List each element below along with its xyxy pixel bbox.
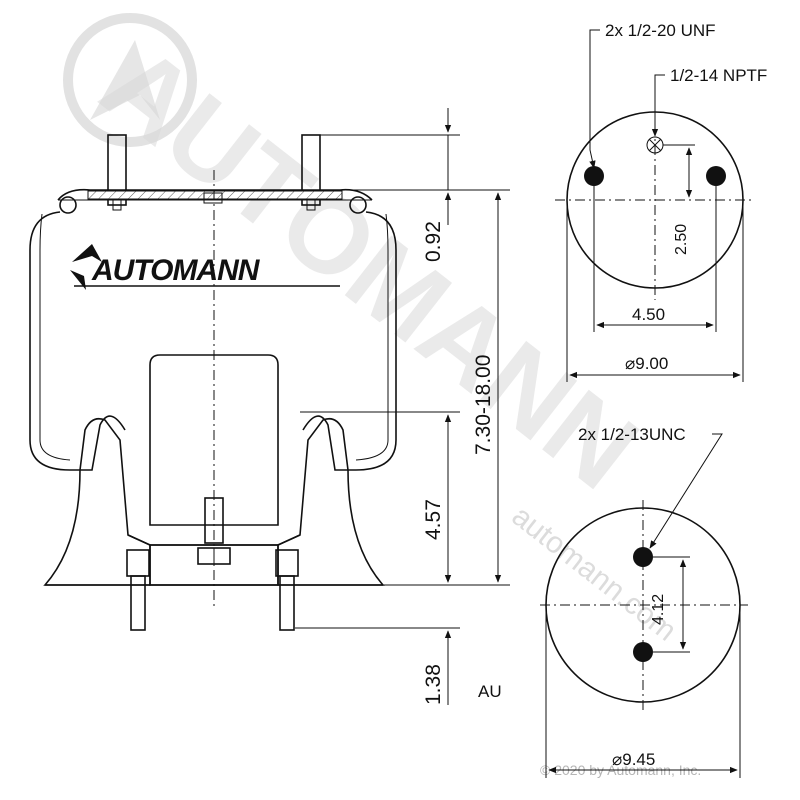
- dim-top-stud: 0.92: [422, 221, 445, 262]
- top-plate-view: 2x 1/2-20 UNF 1/2-14 NPTF 2.50 4.50 ⌀9.0…: [555, 21, 767, 382]
- pedestal-left: [43, 417, 151, 586]
- dim-bottom-stud-spacing: 4.12: [650, 594, 667, 625]
- watermark: AUTOMANN automann.com © 2020 by Automann…: [63, 13, 701, 778]
- top-studs-label: 2x 1/2-20 UNF: [605, 21, 716, 40]
- logo-text: AUTOMANN: [91, 254, 261, 287]
- bottom-stud-hole-bottom: [633, 642, 653, 662]
- bottom-plate-view: 2x 1/2-13UNC 4.12 ⌀9.45: [540, 425, 748, 778]
- top-bead-plate: [57, 188, 373, 201]
- top-stud-hole-left: [584, 166, 604, 186]
- dim-piston-height: 4.57: [422, 499, 445, 540]
- top-stud-hole-right: [706, 166, 726, 186]
- dim-bottom-stud: 1.38: [422, 664, 445, 705]
- logo-arrow-icon: [70, 244, 102, 290]
- side-view: AUTOMANN: [29, 108, 510, 705]
- dim-top-stud-spacing: 4.50: [632, 305, 665, 324]
- dim-height-range: 7.30-18.00: [472, 355, 495, 455]
- bottom-stud-hole-top: [633, 547, 653, 567]
- air-fitting-label: 1/2-14 NPTF: [670, 66, 767, 85]
- pedestal-right: [277, 417, 385, 586]
- bottom-stud-left: [126, 549, 150, 631]
- dim-fitting-offset: 2.50: [673, 224, 690, 255]
- piston-bumper: [149, 354, 279, 526]
- watermark-arrow-icon: [90, 40, 160, 120]
- dim-bottom-diameter: ⌀9.45: [612, 750, 655, 769]
- bellows-right-wall: [302, 211, 397, 471]
- automann-logo: AUTOMANN: [70, 244, 340, 290]
- bottom-stud-right: [275, 549, 299, 631]
- part-code: AU: [478, 682, 502, 701]
- dim-top-diameter: ⌀9.00: [625, 354, 668, 373]
- bellows-left-wall: [29, 211, 126, 471]
- watermark-ring-icon: [63, 13, 197, 147]
- bottom-studs-label: 2x 1/2-13UNC: [578, 425, 686, 444]
